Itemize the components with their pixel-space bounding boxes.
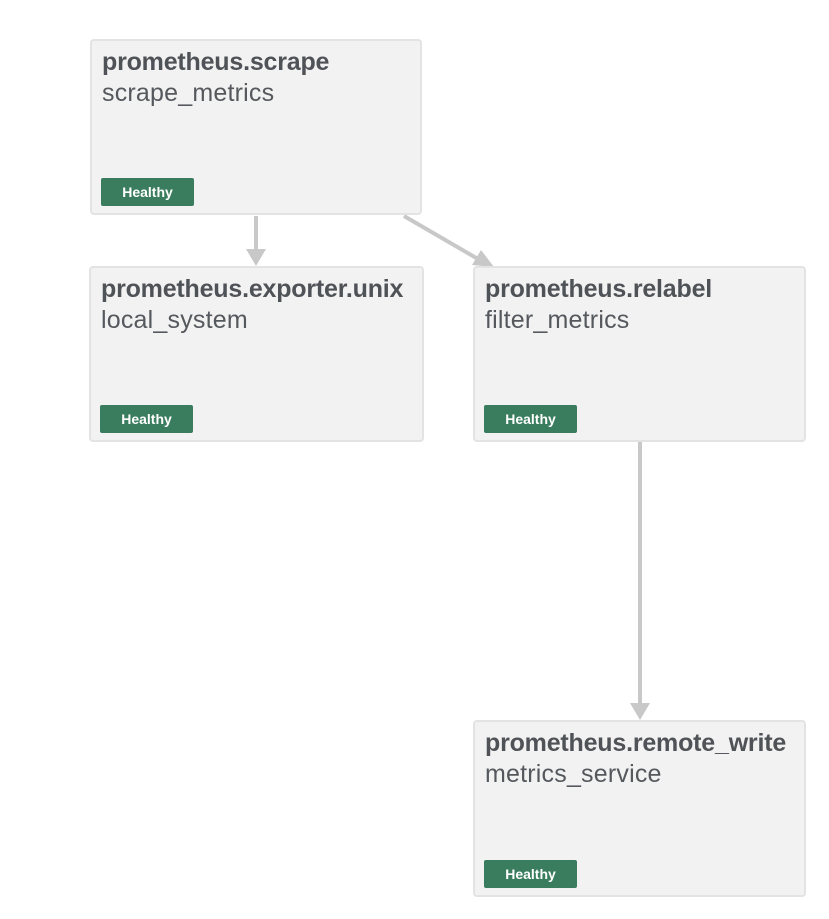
edge-arrowhead — [246, 249, 266, 266]
component-label: metrics_service — [485, 760, 662, 788]
edge-relabel-to-remote-write — [630, 442, 650, 720]
edge-scrape-to-relabel — [402, 214, 494, 267]
component-node-prometheus-relabel[interactable]: prometheus.relabel filter_metrics Health… — [473, 266, 806, 442]
health-badge: Healthy — [100, 405, 193, 433]
edge-arrowhead — [472, 250, 494, 267]
component-label: filter_metrics — [485, 306, 630, 334]
component-label: scrape_metrics — [102, 79, 275, 107]
component-type: prometheus.relabel — [485, 275, 713, 303]
component-node-prometheus-scrape[interactable]: prometheus.scrape scrape_metrics Healthy — [90, 39, 422, 215]
edge-scrape-to-exporter — [246, 216, 266, 266]
edge-arrowhead — [630, 703, 650, 720]
component-type: prometheus.exporter.unix — [101, 275, 404, 303]
component-type: prometheus.scrape — [102, 48, 330, 76]
component-node-prometheus-exporter-unix[interactable]: prometheus.exporter.unix local_system He… — [89, 266, 424, 442]
health-badge: Healthy — [101, 178, 194, 206]
component-node-prometheus-remote-write[interactable]: prometheus.remote_write metrics_service … — [473, 720, 806, 897]
component-label: local_system — [101, 306, 248, 334]
edge-line — [402, 214, 480, 261]
health-badge: Healthy — [484, 405, 577, 433]
health-badge: Healthy — [484, 860, 577, 888]
component-type: prometheus.remote_write — [485, 729, 787, 757]
